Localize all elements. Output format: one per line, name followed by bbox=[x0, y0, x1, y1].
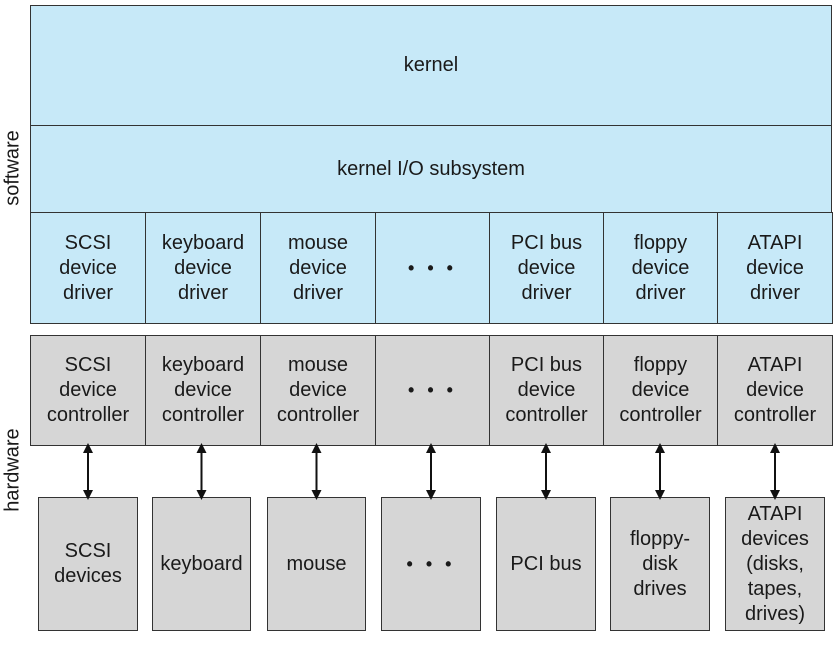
kernel-io-subsystem-box: kernel I/O subsystem bbox=[30, 125, 832, 213]
mouse-controller-box: mouse device controller bbox=[260, 335, 376, 446]
scsi-driver-box: SCSI device driver bbox=[30, 212, 146, 324]
ellipsis-driver-box: • • • bbox=[375, 212, 490, 324]
ellipsis-controller-box: • • • bbox=[375, 335, 490, 446]
keyboard-device-box: keyboard bbox=[152, 497, 251, 631]
floppy-driver-box: floppy device driver bbox=[603, 212, 718, 324]
mouse-driver-box: mouse device driver bbox=[260, 212, 376, 324]
pci-bus-device-box: PCI bus bbox=[496, 497, 596, 631]
pci-bus-driver-box: PCI bus device driver bbox=[489, 212, 604, 324]
keyboard-controller-box: keyboard device controller bbox=[145, 335, 261, 446]
pci-bus-controller-box: PCI bus device controller bbox=[489, 335, 604, 446]
scsi-device-box: SCSI devices bbox=[38, 497, 138, 631]
ellipsis-device-box: • • • bbox=[381, 497, 481, 631]
atapi-driver-box: ATAPI device driver bbox=[717, 212, 833, 324]
scsi-controller-box: SCSI device controller bbox=[30, 335, 146, 446]
mouse-device-box: mouse bbox=[267, 497, 366, 631]
kernel-box: kernel bbox=[30, 5, 832, 126]
floppy-device-box: floppy- disk drives bbox=[610, 497, 710, 631]
atapi-device-box: ATAPI devices (disks, tapes, drives) bbox=[725, 497, 825, 631]
keyboard-driver-box: keyboard device driver bbox=[145, 212, 261, 324]
